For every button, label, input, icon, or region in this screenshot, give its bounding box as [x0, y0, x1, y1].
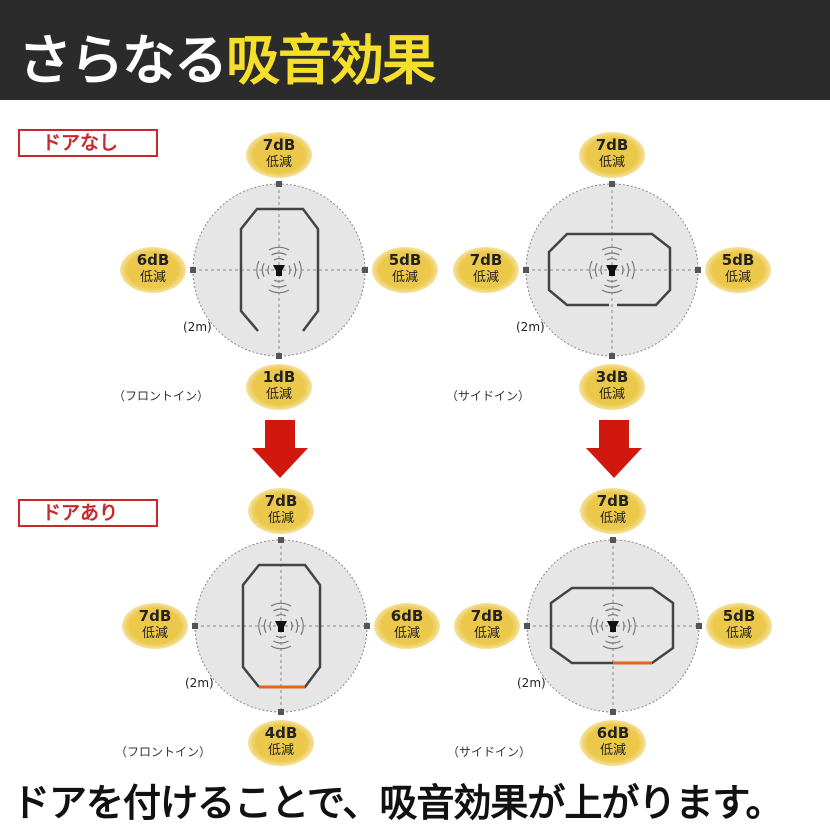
- tag-with-door: ドアあり: [18, 499, 158, 527]
- db-value: 7dB: [469, 251, 503, 269]
- reduction-label: 低減: [391, 270, 418, 285]
- db-value: 7dB: [470, 607, 504, 625]
- distance-label: (2m): [185, 676, 214, 690]
- db-value: 6dB: [596, 724, 630, 742]
- reduction-label: 低減: [265, 155, 292, 170]
- speaker-icon: [273, 265, 285, 276]
- reduction-label: 低減: [267, 511, 294, 526]
- reduction-label: 低減: [725, 626, 752, 641]
- db-value: 1dB: [262, 368, 296, 386]
- speaker-icon: [607, 621, 619, 632]
- reduction-label: 低減: [598, 387, 625, 402]
- room-diagram: [523, 181, 701, 359]
- db-value: 7dB: [264, 492, 298, 510]
- reduction-label: 低減: [141, 626, 168, 641]
- speaker-icon: [606, 265, 618, 276]
- db-value: 5dB: [721, 251, 755, 269]
- reduction-label: 低減: [267, 743, 294, 758]
- header: さらなる吸音効果: [0, 0, 830, 100]
- distance-label: (2m): [517, 676, 546, 690]
- room-diagram: [192, 537, 370, 715]
- reduction-label: 低減: [724, 270, 751, 285]
- layout-caption: （サイドイン）: [446, 389, 531, 403]
- reduction-label: 低減: [598, 155, 625, 170]
- db-value: 6dB: [136, 251, 170, 269]
- tag-no-door: ドアなし: [18, 129, 158, 157]
- distance-label: (2m): [183, 320, 212, 334]
- db-value: 4dB: [264, 724, 298, 742]
- db-value: 7dB: [596, 492, 630, 510]
- page-title: さらなる吸音効果: [18, 16, 436, 95]
- distance-label: (2m): [516, 320, 545, 334]
- db-value: 7dB: [262, 136, 296, 154]
- footer-message: ドアを付けることで、吸音効果が上がります。: [12, 781, 784, 825]
- reduction-label: 低減: [393, 626, 420, 641]
- speaker-icon: [275, 621, 287, 632]
- db-value: 3dB: [595, 368, 629, 386]
- db-value: 5dB: [388, 251, 422, 269]
- title-white: さらなる: [18, 29, 228, 92]
- db-value: 5dB: [722, 607, 756, 625]
- reduction-label: 低減: [139, 270, 166, 285]
- layout-caption: （フロントイン）: [115, 745, 212, 759]
- reduction-label: 低減: [599, 743, 626, 758]
- reduction-label: 低減: [265, 387, 292, 402]
- reduction-label: 低減: [599, 511, 626, 526]
- db-value: 7dB: [595, 136, 629, 154]
- room-diagram: [190, 181, 368, 359]
- down-arrow-icon: [586, 420, 642, 478]
- layout-caption: （サイドイン）: [447, 745, 532, 759]
- down-arrow-icon: [252, 420, 308, 478]
- room-diagram: [524, 537, 702, 715]
- layout-caption: （フロントイン）: [113, 389, 210, 403]
- title-yellow: 吸音効果: [226, 29, 436, 92]
- reduction-label: 低減: [472, 270, 499, 285]
- db-value: 6dB: [390, 607, 424, 625]
- db-value: 7dB: [138, 607, 172, 625]
- reduction-label: 低減: [473, 626, 500, 641]
